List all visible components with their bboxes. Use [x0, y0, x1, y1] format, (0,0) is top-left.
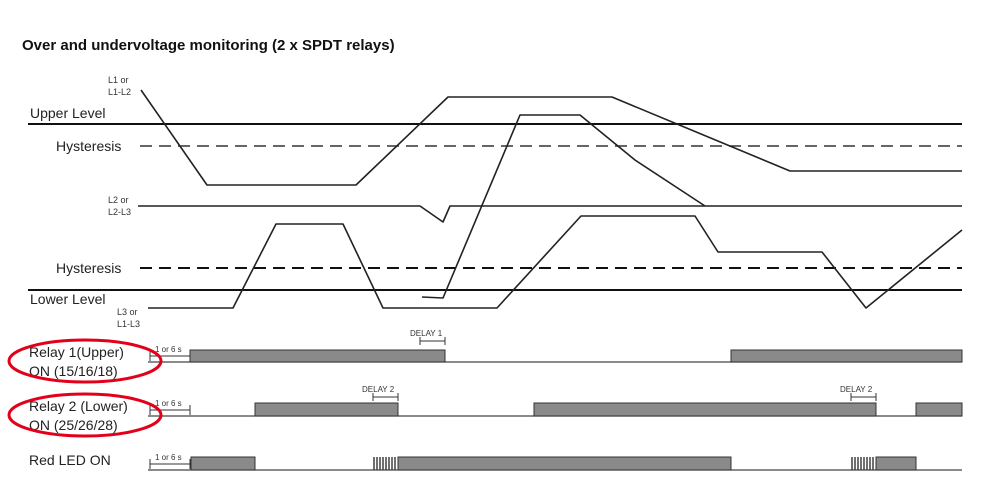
delay1-bracket	[419, 337, 446, 345]
relay1-terminals: ON (15/16/18)	[29, 363, 118, 379]
relay1-highlight-oval	[7, 338, 163, 384]
l2-voltage-trace	[138, 205, 962, 223]
led-on-bar	[875, 456, 917, 471]
upper-hysteresis-label: Hysteresis	[56, 138, 121, 154]
upper-level-label: Upper Level	[30, 105, 106, 121]
lower-hysteresis-label: Hysteresis	[56, 260, 121, 276]
delay2-label: DELAY 2	[362, 385, 395, 394]
phase-l3-label-b: L1-L3	[117, 319, 140, 329]
startup-bracket	[149, 351, 191, 469]
relay1-on-bar	[189, 349, 446, 363]
delay1-label: DELAY 1	[410, 329, 443, 338]
l3-voltage-trace	[148, 215, 963, 309]
delay2-label: DELAY 2	[840, 385, 873, 394]
startup-delay-label: 1 or 6 s	[155, 453, 182, 462]
startup-delay-label: 1 or 6 s	[155, 345, 182, 354]
led-on-bar	[397, 456, 732, 471]
l1-voltage-trace	[140, 89, 962, 186]
phase-l2-label-a: L2 or	[108, 195, 129, 205]
diagram-title: Over and undervoltage monitoring (2 x SP…	[22, 37, 395, 54]
lower-level-label: Lower Level	[30, 291, 106, 307]
led-flash-marks	[373, 457, 874, 470]
relay1-label: Relay 1(Upper)	[29, 344, 124, 360]
relay2-terminals: ON (25/26/28)	[29, 417, 118, 433]
led-label: Red LED ON	[29, 452, 111, 468]
relay2-on-bar	[533, 402, 877, 417]
phase-l2-label-b: L2-L3	[108, 207, 131, 217]
relay2-on-bar	[915, 402, 963, 417]
phase-l1-label-b: L1-L2	[108, 87, 131, 97]
relay2-highlight-oval	[7, 392, 163, 438]
relay1-on-bar	[730, 349, 963, 363]
relay2-on-bar	[254, 402, 399, 417]
phase-l3-label-a: L3 or	[117, 307, 138, 317]
delay2-bracket	[372, 393, 877, 401]
relay2-label: Relay 2 (Lower)	[29, 398, 128, 414]
startup-delay-label: 1 or 6 s	[155, 399, 182, 408]
l2-secondary-trace	[421, 114, 706, 299]
led-on-bar	[190, 456, 256, 471]
phase-l1-label-a: L1 or	[108, 75, 129, 85]
